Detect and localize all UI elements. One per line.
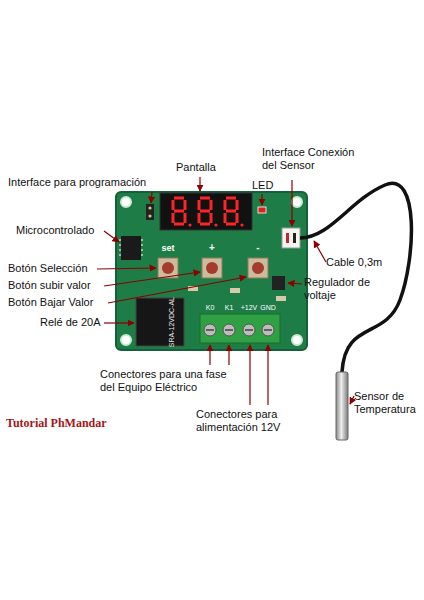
microcontroller-chip <box>121 236 141 260</box>
seven-segment-digit <box>173 198 185 224</box>
push-button <box>158 258 178 278</box>
smd-part <box>230 288 240 293</box>
leader-line <box>151 192 152 203</box>
seven-segment-digit <box>199 198 211 224</box>
leader-line <box>97 268 156 269</box>
part-label: Sensor de Temperatura <box>354 390 420 416</box>
led-display <box>160 193 252 230</box>
leader-line <box>261 194 262 205</box>
pin-label: K0 <box>206 304 215 312</box>
part-label: Regulador de voltaje <box>304 276 384 302</box>
decimal-point <box>240 223 243 226</box>
part-label: Cable 0,3m <box>326 256 382 269</box>
status-led <box>258 207 266 213</box>
mounting-hole <box>292 335 302 345</box>
leader-line <box>288 283 302 284</box>
part-label: Botón Bajar Valor <box>8 296 93 309</box>
leader-line <box>228 345 229 365</box>
screw-slot <box>206 329 272 331</box>
relay-marking: SRA-12VDC-AL <box>168 297 176 347</box>
chip-pins <box>119 240 143 255</box>
part-label: Relé de 20A <box>40 316 101 329</box>
mounting-hole <box>292 197 302 207</box>
pin-label: K1 <box>225 304 234 312</box>
connector-pin <box>286 233 289 243</box>
part-label: LED <box>252 179 273 192</box>
button-cap <box>206 262 218 274</box>
header-pin <box>148 214 151 217</box>
mounting-hole <box>121 197 131 207</box>
leader-line <box>209 345 210 365</box>
mounting-hole <box>121 335 131 345</box>
leader-line <box>104 231 119 242</box>
sensor-cable <box>300 183 411 372</box>
push-button <box>202 258 222 278</box>
relay <box>136 298 184 346</box>
decimal-point <box>214 223 217 226</box>
part-label: Conectores para una fase del Equipo Eléc… <box>100 368 242 394</box>
leader-line <box>350 396 354 404</box>
leader-line <box>104 272 200 286</box>
decimal-point <box>188 223 191 226</box>
watermark: Tutorial PhMandar <box>6 416 107 430</box>
program-header <box>146 204 154 220</box>
part-label: Interface para programación <box>8 176 146 189</box>
silkscreen-text: + <box>209 242 215 254</box>
leader-line <box>104 322 134 323</box>
seven-segment-digit <box>225 198 237 224</box>
pcb-board <box>116 192 307 350</box>
button-cap <box>252 262 264 274</box>
part-label: Conectores para alimentación 12V <box>196 408 326 434</box>
button-cap <box>162 262 174 274</box>
leader-line <box>267 345 268 405</box>
part-label: Interface Conexión del Sensor <box>262 146 362 172</box>
leader-line <box>199 177 200 191</box>
sensor-connector <box>282 228 300 248</box>
temperature-probe <box>336 372 348 440</box>
leader-line <box>108 277 246 303</box>
header-pin <box>148 206 151 209</box>
leader-line <box>314 241 326 262</box>
leader-line <box>291 180 292 226</box>
terminal-block <box>200 314 280 343</box>
voltage-regulator <box>272 276 285 290</box>
connector-pin <box>293 233 296 243</box>
pin-label: GND <box>260 304 276 312</box>
leader-line <box>249 345 250 405</box>
pin-label: +12V <box>241 304 258 312</box>
part-label: Pantalla <box>176 161 216 174</box>
push-button <box>248 258 268 278</box>
part-label: Botón Selección <box>8 262 88 275</box>
silkscreen-text: set <box>161 243 174 254</box>
part-label: Botón subir valor <box>8 279 91 292</box>
silkscreen-text: - <box>256 242 259 254</box>
part-label: Microcontrolado <box>16 224 94 237</box>
smd-part <box>276 296 286 301</box>
